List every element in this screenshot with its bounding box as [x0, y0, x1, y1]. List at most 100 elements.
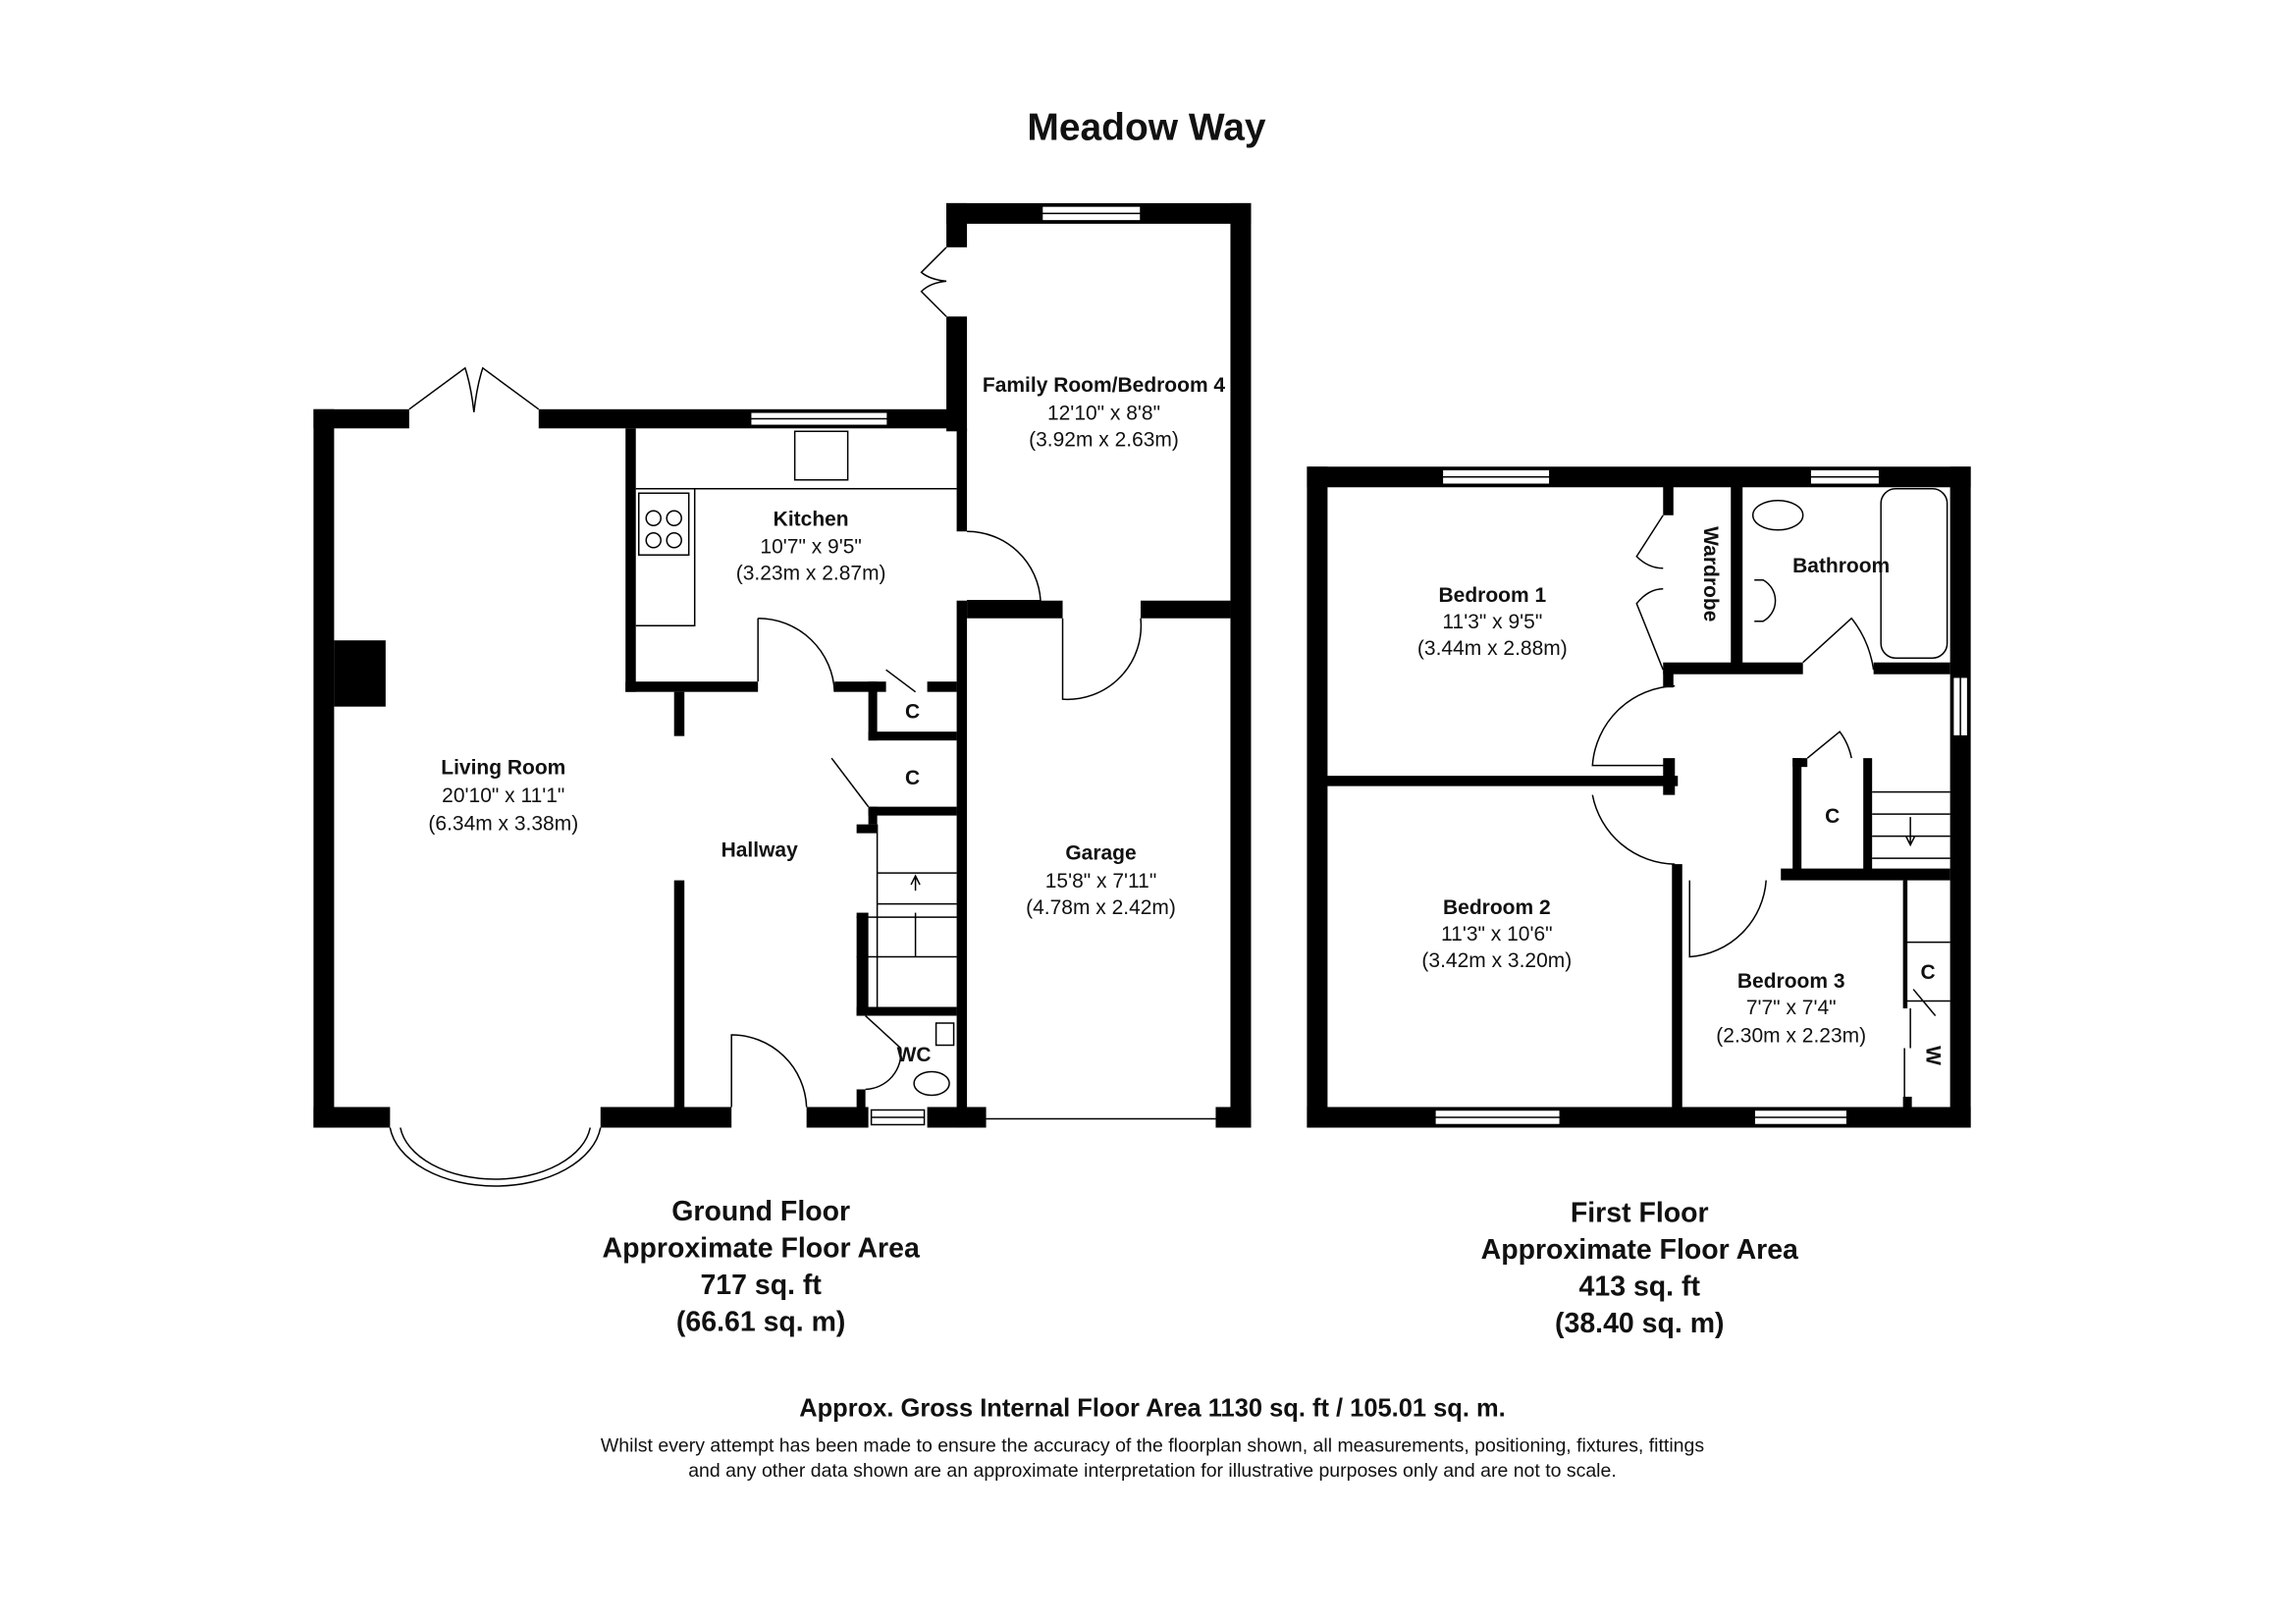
wall — [834, 681, 886, 692]
page-title: Meadow Way — [1027, 106, 1266, 148]
room-bathroom: Bathroom — [1792, 555, 1890, 577]
wall — [334, 640, 386, 707]
disclaimer-line-1: Whilst every attempt has been made to en… — [601, 1434, 1704, 1456]
bedroom1-door-arc — [1591, 684, 1676, 767]
wall — [1307, 466, 1328, 1128]
wall — [1792, 758, 1802, 877]
first-floor-fixtures — [1591, 488, 1950, 1105]
basin-icon — [1754, 578, 1777, 622]
room-dimensions-metric: (4.78m x 2.42m) — [1026, 896, 1176, 919]
cupboard-door — [830, 669, 917, 808]
room-cupboard: C — [905, 701, 920, 724]
wall — [1902, 1096, 1912, 1108]
garage-door-arc — [1061, 618, 1143, 701]
wall — [1141, 600, 1231, 619]
room-name: Bedroom 2 — [1443, 896, 1551, 919]
ground-floor-caption: Ground Floor Approximate Floor Area 717 … — [603, 1196, 921, 1337]
wall — [1324, 776, 1679, 786]
wall — [1230, 202, 1252, 1128]
wall — [856, 824, 878, 834]
floor-area-sqm: (66.61 sq. m) — [676, 1306, 845, 1337]
bath-icon — [1880, 488, 1949, 659]
room-cupboard: C — [1825, 805, 1840, 828]
bathroom-door — [1802, 617, 1875, 671]
first-floor-walls — [1307, 466, 1971, 1128]
floor-area-sqft: 717 sq. ft — [700, 1270, 822, 1301]
bedroom3-door-arc — [1688, 880, 1767, 958]
room-living-room: Living Room 20'10" x 11'1" (6.34m x 3.38… — [428, 757, 578, 836]
basin-icon — [934, 1022, 955, 1047]
wall — [673, 691, 685, 736]
wall — [625, 681, 759, 692]
first-floor-plan: Bedroom 1 11'3" x 9'5" (3.44m x 2.88m) W… — [1307, 466, 1971, 1339]
wall — [868, 731, 957, 741]
room-hallway: Hallway — [721, 839, 798, 862]
wall — [806, 1107, 869, 1128]
floor-name: Ground Floor — [671, 1196, 850, 1227]
wall — [1215, 1107, 1252, 1128]
wc-door — [865, 1014, 902, 1091]
room-dimensions-metric: (3.44m x 2.88m) — [1417, 637, 1568, 660]
room-dimensions-imperial: 11'3" x 10'6" — [1441, 923, 1553, 946]
room-dimensions-metric: (3.42m x 3.20m) — [1421, 949, 1572, 972]
wall — [313, 1107, 391, 1128]
wall — [1949, 466, 1971, 1128]
wall — [927, 681, 957, 692]
room-cupboard: C — [1921, 961, 1936, 984]
wall — [856, 1006, 957, 1016]
wall — [1663, 485, 1674, 515]
french-doors-family — [920, 246, 947, 317]
room-dimensions-metric: (3.92m x 2.63m) — [1029, 428, 1179, 451]
bay-window — [389, 1127, 602, 1187]
wall — [1663, 670, 1674, 688]
wall — [856, 912, 869, 1016]
floor-area-label: Approximate Floor Area — [603, 1232, 921, 1264]
room-dimensions-imperial: 12'10" x 8'8" — [1047, 402, 1160, 424]
wall — [1663, 758, 1676, 795]
cupboard-door — [1806, 730, 1937, 1017]
room-name: Family Room/Bedroom 4 — [983, 374, 1226, 397]
stairs-arrow-icon — [1904, 817, 1916, 847]
wall — [868, 681, 878, 741]
wall — [856, 1089, 866, 1108]
wall — [956, 600, 968, 1128]
wall — [1863, 758, 1873, 877]
floor-area-sqm: (38.40 sq. m) — [1555, 1308, 1724, 1339]
room-dimensions-imperial: 20'10" x 11'1" — [442, 784, 564, 807]
wall — [1663, 662, 1803, 675]
hob-icon — [637, 492, 690, 556]
wall — [946, 316, 968, 432]
room-dimensions-metric: (3.23m x 2.87m) — [736, 563, 886, 585]
wall — [956, 428, 968, 532]
kitchen-worktop — [635, 488, 957, 626]
room-kitchen: Kitchen 10'7" x 9'5" (3.23m x 2.87m) — [736, 508, 886, 584]
room-name: Bedroom 1 — [1439, 584, 1547, 607]
room-wardrobe: Wardrobe — [1699, 526, 1722, 622]
disclaimer-line-2: and any other data shown are an approxim… — [688, 1460, 1617, 1482]
ground-floor-walls — [313, 202, 1252, 1128]
room-garage: Garage 15'8" x 7'11" (4.78m x 2.42m) — [1026, 842, 1176, 919]
room-bedroom-3: Bedroom 3 7'7" x 7'4" (2.30m x 2.23m) — [1716, 970, 1866, 1047]
wall — [600, 1107, 732, 1128]
ground-floor-fixtures — [389, 246, 1216, 1187]
bedroom2-door-arc — [1591, 794, 1676, 865]
room-dimensions-imperial: 10'7" x 9'5" — [760, 536, 861, 559]
room-name: Bedroom 3 — [1737, 970, 1845, 993]
toilet-icon — [1751, 500, 1804, 531]
wardrobe-doors — [1635, 514, 1664, 671]
floor-area-label: Approximate Floor Area — [1481, 1234, 1799, 1266]
room-dimensions-imperial: 11'3" x 9'5" — [1442, 611, 1542, 633]
sink-icon — [793, 430, 849, 481]
ground-floor-plan: Living Room 20'10" x 11'1" (6.34m x 3.38… — [313, 202, 1252, 1337]
stairs — [856, 824, 957, 1016]
first-floor-caption: First Floor Approximate Floor Area 413 s… — [1481, 1197, 1799, 1338]
family-door-arc — [967, 530, 1041, 602]
gross-area: Approx. Gross Internal Floor Area 1130 s… — [799, 1394, 1506, 1422]
wall — [313, 408, 409, 429]
wall — [1902, 880, 1908, 1009]
wall — [868, 806, 957, 816]
wall — [313, 408, 335, 1128]
room-dimensions-imperial: 7'7" x 7'4" — [1746, 997, 1837, 1019]
wall — [868, 806, 878, 825]
